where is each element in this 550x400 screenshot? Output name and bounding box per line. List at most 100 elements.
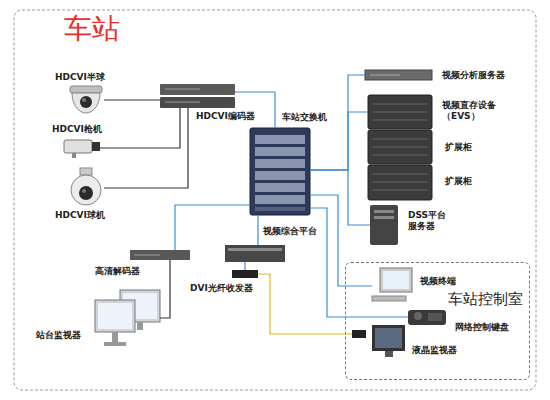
ptz-camera-icon: [82, 189, 86, 193]
device-node: HDCVI编码器: [160, 84, 235, 108]
device-label: 扩展柜: [445, 142, 472, 153]
device-node: 扩展柜: [368, 165, 432, 200]
keyboard-icon: [408, 310, 446, 325]
device-node: HDCVI半球: [68, 85, 104, 118]
storage-icon: [372, 190, 428, 191]
connector-line: [104, 108, 188, 188]
device-label: HDCVI半球: [55, 72, 105, 83]
tower-server-icon: [370, 205, 398, 245]
connector-line: [160, 260, 170, 318]
room-title: 车站控制室: [448, 290, 523, 308]
device-label: DVI光纤收发器: [190, 283, 253, 294]
encoder-icon: [160, 97, 235, 108]
storage-icon: [372, 182, 428, 183]
monitor-icon: [98, 303, 132, 329]
device-node: 高清解码器: [130, 250, 190, 260]
device-label: 视频综合平台: [263, 226, 317, 237]
connector-line: [100, 108, 180, 148]
analysis-server-icon: [370, 75, 400, 76]
device-node: 站台监视器: [95, 290, 160, 350]
storage-icon: [372, 147, 428, 148]
hemisphere-camera-icon: [70, 86, 102, 113]
device-node: 车站交换机: [250, 128, 310, 215]
monitor-icon: [112, 332, 118, 342]
connector-line: [235, 92, 275, 128]
encoder-icon: [160, 84, 235, 108]
monitor-icon: [95, 290, 160, 346]
device-node: DVI光纤收发器: [232, 270, 258, 278]
storage-icon: [372, 112, 428, 113]
device-label: 液晶监视器: [412, 345, 457, 356]
device-node: 视频综合平台: [225, 245, 285, 262]
lcd-monitor-icon: [372, 325, 405, 351]
room-region: 车站控制室视频终端网络控制键盘液晶监视器: [345, 262, 530, 380]
gun-camera-icon: [72, 153, 76, 158]
terminal-icon: [372, 296, 406, 301]
lcd-monitor-icon: [352, 325, 405, 357]
switch-icon: [255, 183, 305, 192]
decoder-icon: [130, 250, 190, 260]
monitor-icon: [137, 322, 143, 330]
device-label: 车站交换机: [282, 112, 327, 123]
switch-icon: [255, 171, 305, 180]
monitor-icon: [104, 342, 126, 346]
device-label: HDCVI球机: [55, 210, 105, 221]
storage-icon: [368, 95, 432, 200]
device-node: 液晶监视器: [352, 325, 405, 358]
analysis-server-icon: [365, 70, 432, 80]
device-label: HDCVI编码器: [196, 111, 255, 122]
switch-icon: [255, 195, 305, 204]
device-node: DSS平台 服务器: [370, 205, 398, 245]
hemisphere-camera-icon: [82, 98, 86, 102]
device-label: 扩展柜: [445, 176, 472, 187]
connector-line: [310, 195, 372, 286]
platform-icon: [225, 245, 285, 262]
device-label: 站台监视器: [36, 330, 81, 341]
gun-camera-icon: [92, 142, 100, 151]
decoder-icon: [130, 250, 190, 260]
platform-icon: [225, 245, 285, 262]
device-node: 视频直存设备 （EVS）: [368, 95, 432, 129]
lcd-monitor-icon: [385, 351, 393, 357]
storage-icon: [368, 165, 432, 200]
storage-icon: [368, 95, 432, 129]
device-node: 视频终端: [372, 268, 412, 302]
switch-icon: [255, 207, 305, 211]
switch-icon: [250, 128, 310, 215]
tower-server-icon: [370, 205, 398, 245]
device-label: 高清解码器: [95, 266, 140, 277]
encoder-icon: [160, 84, 235, 95]
connector-line: [244, 262, 245, 270]
device-node: 扩展柜: [368, 130, 432, 164]
switch-icon: [255, 147, 305, 156]
connector-line: [175, 205, 250, 250]
gun-camera-icon: [64, 140, 100, 158]
ptz-camera-icon: [71, 175, 101, 205]
device-node: HDCVI枪机: [62, 138, 100, 158]
lcd-monitor-icon: [375, 328, 402, 348]
gun-camera-icon: [64, 140, 92, 153]
terminal-icon: [372, 268, 412, 301]
device-label: 视频终端: [420, 276, 456, 287]
tower-server-icon: [374, 216, 394, 219]
transceiver-icon: [232, 270, 258, 278]
connector-line: [257, 215, 258, 245]
storage-icon: [372, 139, 428, 140]
device-label: 视频分析服务器: [442, 70, 505, 81]
storage-icon: [368, 130, 432, 164]
diagram-title: 车站: [64, 14, 120, 45]
device-node: 网络控制键盘: [408, 308, 446, 326]
device-node: 视频分析服务器: [365, 70, 432, 80]
connector-line: [310, 75, 365, 170]
connector-line: [258, 274, 352, 334]
device-label: HDCVI枪机: [52, 124, 102, 135]
lcd-monitor-icon: [352, 330, 366, 338]
monitor-icon: [95, 300, 135, 332]
storage-icon: [372, 120, 428, 121]
storage-icon: [372, 155, 428, 156]
connector-line: [104, 99, 160, 100]
